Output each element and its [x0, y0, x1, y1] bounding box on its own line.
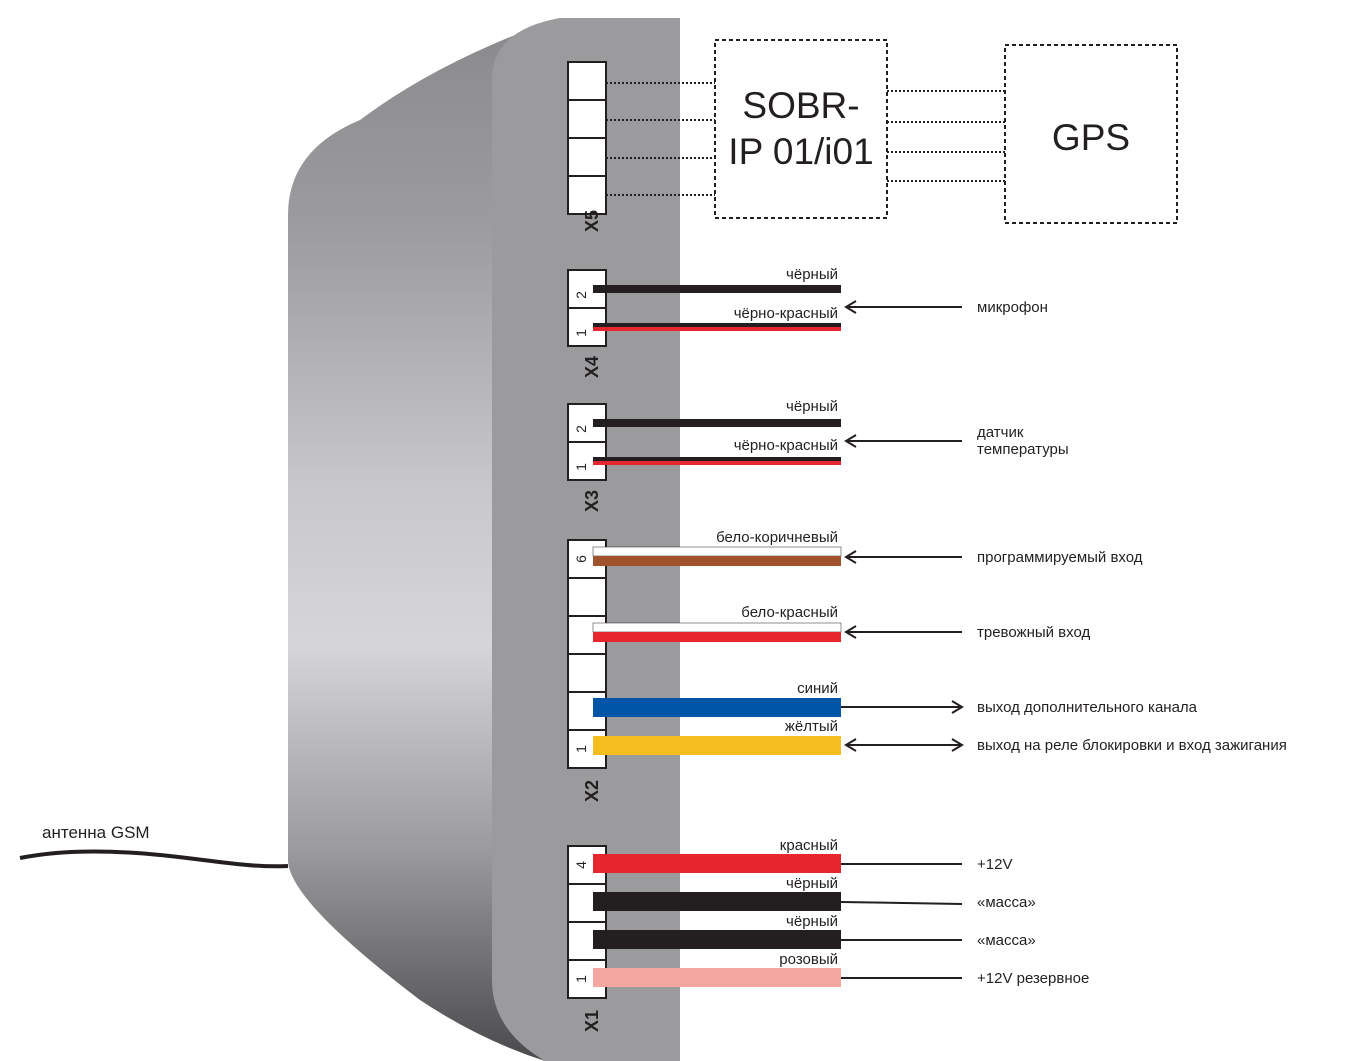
x4-wire-black: [593, 285, 841, 293]
x1-wire-red: [593, 854, 841, 873]
x3-wire-black-red-top: [593, 457, 841, 461]
gps-label: GPS: [1052, 117, 1130, 158]
sobr-label-line2: IP 01/i01: [728, 131, 873, 172]
sobr-label-line1: SOBR-: [742, 85, 859, 126]
x4-wire-black-red-top: [593, 323, 841, 327]
gps-module: GPS: [1004, 44, 1178, 224]
x2-wire3-label: синий: [797, 680, 838, 697]
sobr-module: SOBR- IP 01/i01: [714, 39, 888, 219]
x3-signal-label-line1: датчик: [977, 424, 1024, 441]
connector-x3: 2 1 X3 чёрный чёрно-красный датчик темпе…: [567, 398, 1069, 512]
antenna-gsm: антенна GSM: [19, 823, 289, 869]
x4-pin2: 2: [573, 291, 589, 299]
x2-wire3-signal: выход дополнительного канала: [977, 699, 1198, 716]
x2-wire1-signal: программируемый вход: [977, 549, 1143, 566]
x3-wire-bottom-label: чёрно-красный: [734, 437, 838, 454]
x1-wire2-label: чёрный: [786, 875, 838, 892]
x1-wire2-signal: «масса»: [977, 894, 1036, 911]
x1-label: X1: [582, 1010, 602, 1032]
x2-wire1-label: бело-коричневый: [716, 529, 838, 546]
x2-wire-white-red-top: [592, 622, 842, 633]
x1-wire-black-1: [593, 892, 841, 911]
connector-x2: 6 1 X2 бело-коричневый программируемый в…: [567, 529, 1287, 802]
x4-pin1: 1: [573, 329, 589, 337]
x1-wire3-label: чёрный: [786, 913, 838, 930]
x3-wire-black-red-bottom: [593, 461, 841, 465]
connector-x5: X5: [567, 61, 607, 232]
x1-wire3-signal: «масса»: [977, 932, 1036, 949]
x2-wire-blue: [593, 698, 841, 717]
x2-wire-yellow: [593, 736, 841, 755]
x3-pin1: 1: [573, 463, 589, 471]
x3-pin2: 2: [573, 425, 589, 433]
x3-signal-label-line2: температуры: [977, 441, 1069, 458]
x1-wire-pink: [593, 968, 841, 987]
connector-x1: 4 1 X1 красный +12V чёрный «масса» чёрны…: [567, 837, 1089, 1032]
x2-wire4-label: жёлтый: [785, 718, 838, 735]
x2-wire-white-red-bottom: [593, 632, 841, 642]
x2-pin6: 6: [573, 555, 589, 563]
x4-wire-bottom-label: чёрно-красный: [734, 305, 838, 322]
x2-wire2-label: бело-красный: [741, 604, 838, 621]
x2-label: X2: [582, 780, 602, 802]
x2-wire-white-brown-top: [592, 546, 842, 557]
x1-wire1-signal: +12V: [977, 856, 1012, 873]
x1-pin4: 4: [573, 861, 589, 869]
x1-wire4-signal: +12V резервное: [977, 970, 1089, 987]
x3-wire-top-label: чёрный: [786, 398, 838, 415]
x1-wire-black-2: [593, 930, 841, 949]
x4-wire-black-red-bottom: [593, 327, 841, 331]
x5-label: X5: [582, 210, 602, 232]
x2-pin1: 1: [573, 745, 589, 753]
x3-label: X3: [582, 490, 602, 512]
x2-wire4-signal: выход на реле блокировки и вход зажигани…: [977, 737, 1287, 754]
x4-signal-label: микрофон: [977, 299, 1048, 316]
sobr-gps-links: [887, 90, 1005, 182]
x4-label: X4: [582, 356, 602, 378]
x3-wire-black: [593, 419, 841, 427]
connector-x4: 2 1 X4 чёрный чёрно-красный микрофон: [567, 266, 1048, 378]
x4-wire-top-label: чёрный: [786, 266, 838, 283]
x1-wire4-label: розовый: [779, 951, 838, 968]
x1-wire1-label: красный: [780, 837, 838, 854]
antenna-label: антенна GSM: [42, 823, 150, 842]
x1-pin1: 1: [573, 975, 589, 983]
x2-wire2-signal: тревожный вход: [977, 624, 1090, 641]
x2-wire-white-brown-bottom: [593, 556, 841, 566]
